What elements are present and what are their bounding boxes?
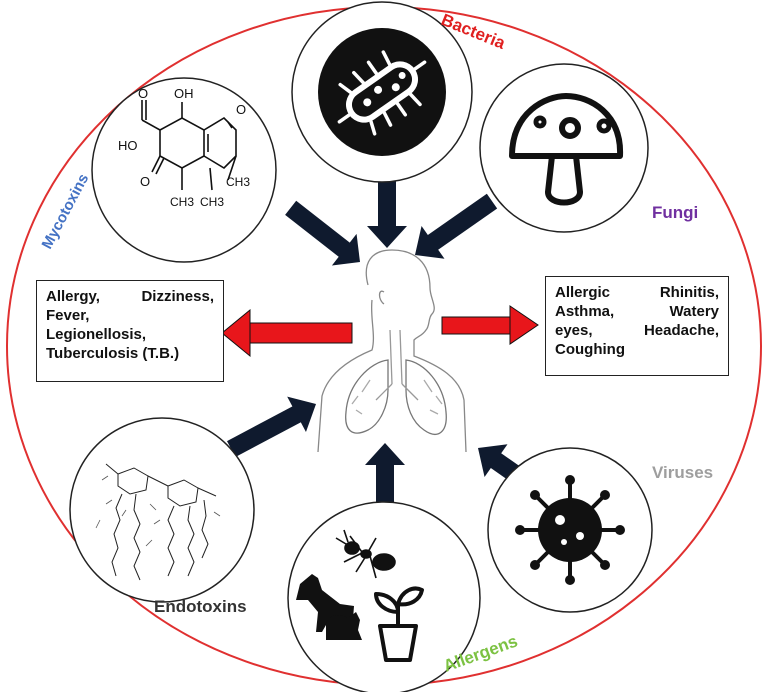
viruses-node [487,447,653,613]
endotoxin-structure-icon [95,463,221,581]
right-box-line-3: eyes, Headache, [555,322,719,339]
arrow-from-endotoxins [227,396,316,458]
molecule-ho-left: HO [118,138,138,153]
human-lungs-icon [317,249,467,453]
mushroom-icon [509,93,624,206]
label-fungi: Fungi [652,203,698,222]
label-viruses: Viruses [652,463,713,482]
fungi-node [479,63,649,233]
right-symptoms-box: Allergic Rhinitis, Asthma, Watery eyes, … [545,276,729,376]
left-box-line-1: Allergy, Dizziness, [46,288,214,305]
left-box-line-2: Fever, [46,307,90,324]
arrow-from-bacteria [367,176,407,248]
mycotoxins-circle [91,77,277,263]
fungi-circle [479,63,649,233]
endotoxins-node [69,417,255,603]
right-box-line-2: Asthma, Watery [555,303,719,320]
molecule-ch3-b: CH3 [200,195,224,209]
left-red-arrow [221,308,353,358]
right-red-arrow [441,305,539,345]
plant-pot-icon [374,586,424,662]
bacteria-icon [318,28,446,156]
arrow-from-mycotoxins [285,200,360,266]
molecule-o-ring: O [236,102,246,117]
left-box-line-3: Legionellosis, [46,326,147,343]
left-box-line-4: Tuberculosis (T.B.) [46,345,180,362]
arrow-from-fungi [415,193,498,259]
left-symptoms-box: Allergy, Dizziness, Fever, Legionellosis… [36,280,224,382]
molecule-oh-top: OH [174,86,194,101]
label-endotoxins: Endotoxins [154,597,247,616]
molecule-ch3-a: CH3 [170,195,194,209]
molecule-icon [141,100,237,191]
molecule-o-carbonyl: O [140,174,150,189]
mycotoxins-node: OH HO O O O CH3 CH3 CH3 [91,77,277,263]
dog-cat-icon [296,574,362,640]
label-mycotoxins: Mycotoxins [39,171,93,252]
allergens-node [287,501,481,692]
virus-icon [515,475,625,585]
molecule-ch3-right: CH3 [226,175,250,189]
incoming-arrows [227,176,541,517]
endotoxins-circle [69,417,255,603]
molecule-o-acid: O [138,86,148,101]
right-box-line-4: Coughing [555,341,625,358]
bacteria-node [291,1,473,183]
right-box-line-1: Allergic Rhinitis, [555,284,719,301]
ant-icon [335,529,396,579]
